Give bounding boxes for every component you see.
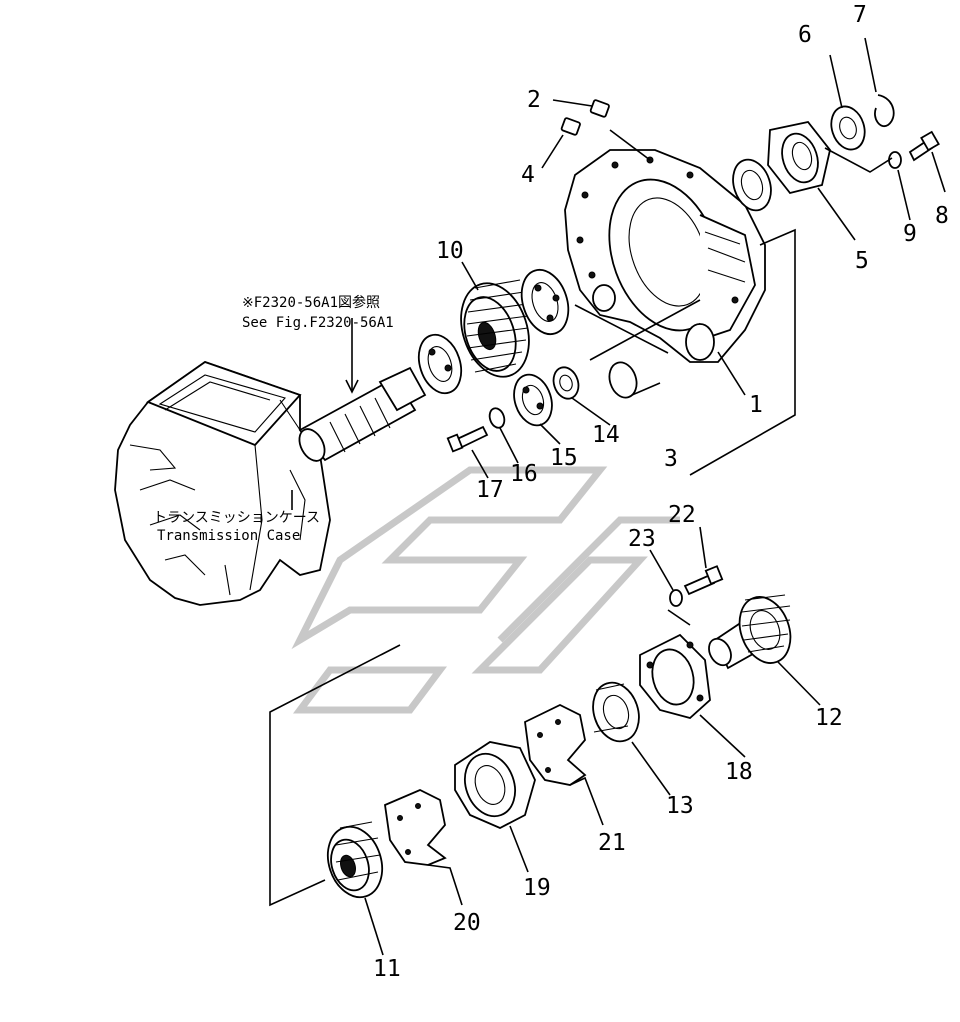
washer-23: [669, 589, 683, 607]
callouts: 1 2 3 4 5 6 7 8 9 10 11 12 13 14 15 16 1…: [373, 2, 949, 982]
bolt-17: [446, 425, 489, 453]
bearing-11: [326, 821, 384, 899]
plug-4: [560, 117, 581, 136]
callout-10: 10: [436, 238, 464, 264]
bearing-6: [830, 105, 866, 151]
gear-shaft-12: [708, 594, 792, 670]
leader-lines: [291, 37, 946, 956]
washer-16: [488, 407, 506, 429]
callout-5: 5: [855, 248, 869, 274]
cover-plate-18: [639, 633, 711, 719]
callout-3: 3: [664, 446, 678, 472]
gasket-ring: [732, 158, 772, 212]
bolt-8: [908, 130, 940, 162]
callout-17: 17: [476, 477, 504, 503]
note-case-en: Transmission Case: [157, 528, 300, 544]
callout-9: 9: [903, 221, 917, 247]
callout-15: 15: [550, 445, 578, 471]
shim-21: [524, 703, 587, 786]
transmission-case: [114, 360, 331, 606]
note-case-jp: トランスミッションケース: [153, 510, 320, 526]
washer-9: [888, 151, 902, 169]
cover-5: [767, 121, 831, 195]
callout-12: 12: [815, 705, 843, 731]
callout-1: 1: [749, 392, 763, 418]
housing-1: [564, 149, 766, 363]
assembly-lines: [269, 129, 893, 907]
bearing-upper: [520, 268, 570, 336]
callout-23: 23: [628, 526, 656, 552]
seal-14: [552, 366, 580, 400]
bearing-15: [513, 373, 553, 427]
callout-2: 2: [527, 87, 541, 113]
notes: ※F2320-56A1図参照 See Fig.F2320-56A1 トランスミッ…: [153, 294, 394, 544]
bearing-lower: [417, 333, 463, 395]
callout-14: 14: [592, 422, 620, 448]
snap-ring-7: [874, 94, 895, 128]
callout-19: 19: [523, 875, 551, 901]
callout-20: 20: [453, 910, 481, 936]
note-ref-jp: ※F2320-56A1図参照: [242, 294, 380, 311]
callout-18: 18: [725, 759, 753, 785]
callout-6: 6: [798, 22, 812, 48]
note-ref-en: See Fig.F2320-56A1: [242, 315, 394, 331]
callout-16: 16: [510, 461, 538, 487]
callout-7: 7: [853, 2, 867, 28]
input-shaft: [298, 366, 427, 462]
plug-2: [589, 99, 610, 118]
callout-21: 21: [598, 830, 626, 856]
callout-11: 11: [373, 956, 401, 982]
callout-4: 4: [521, 162, 535, 188]
bearing-13: [592, 681, 640, 743]
o-ring-3: [608, 361, 638, 399]
callout-8: 8: [935, 203, 949, 229]
callout-13: 13: [666, 793, 694, 819]
shim-20: [384, 789, 447, 866]
gear-10: [460, 279, 530, 378]
bolt-22: [683, 565, 724, 596]
cage-19: [454, 741, 536, 829]
callout-22: 22: [668, 502, 696, 528]
watermark-mark: [291, 466, 680, 714]
